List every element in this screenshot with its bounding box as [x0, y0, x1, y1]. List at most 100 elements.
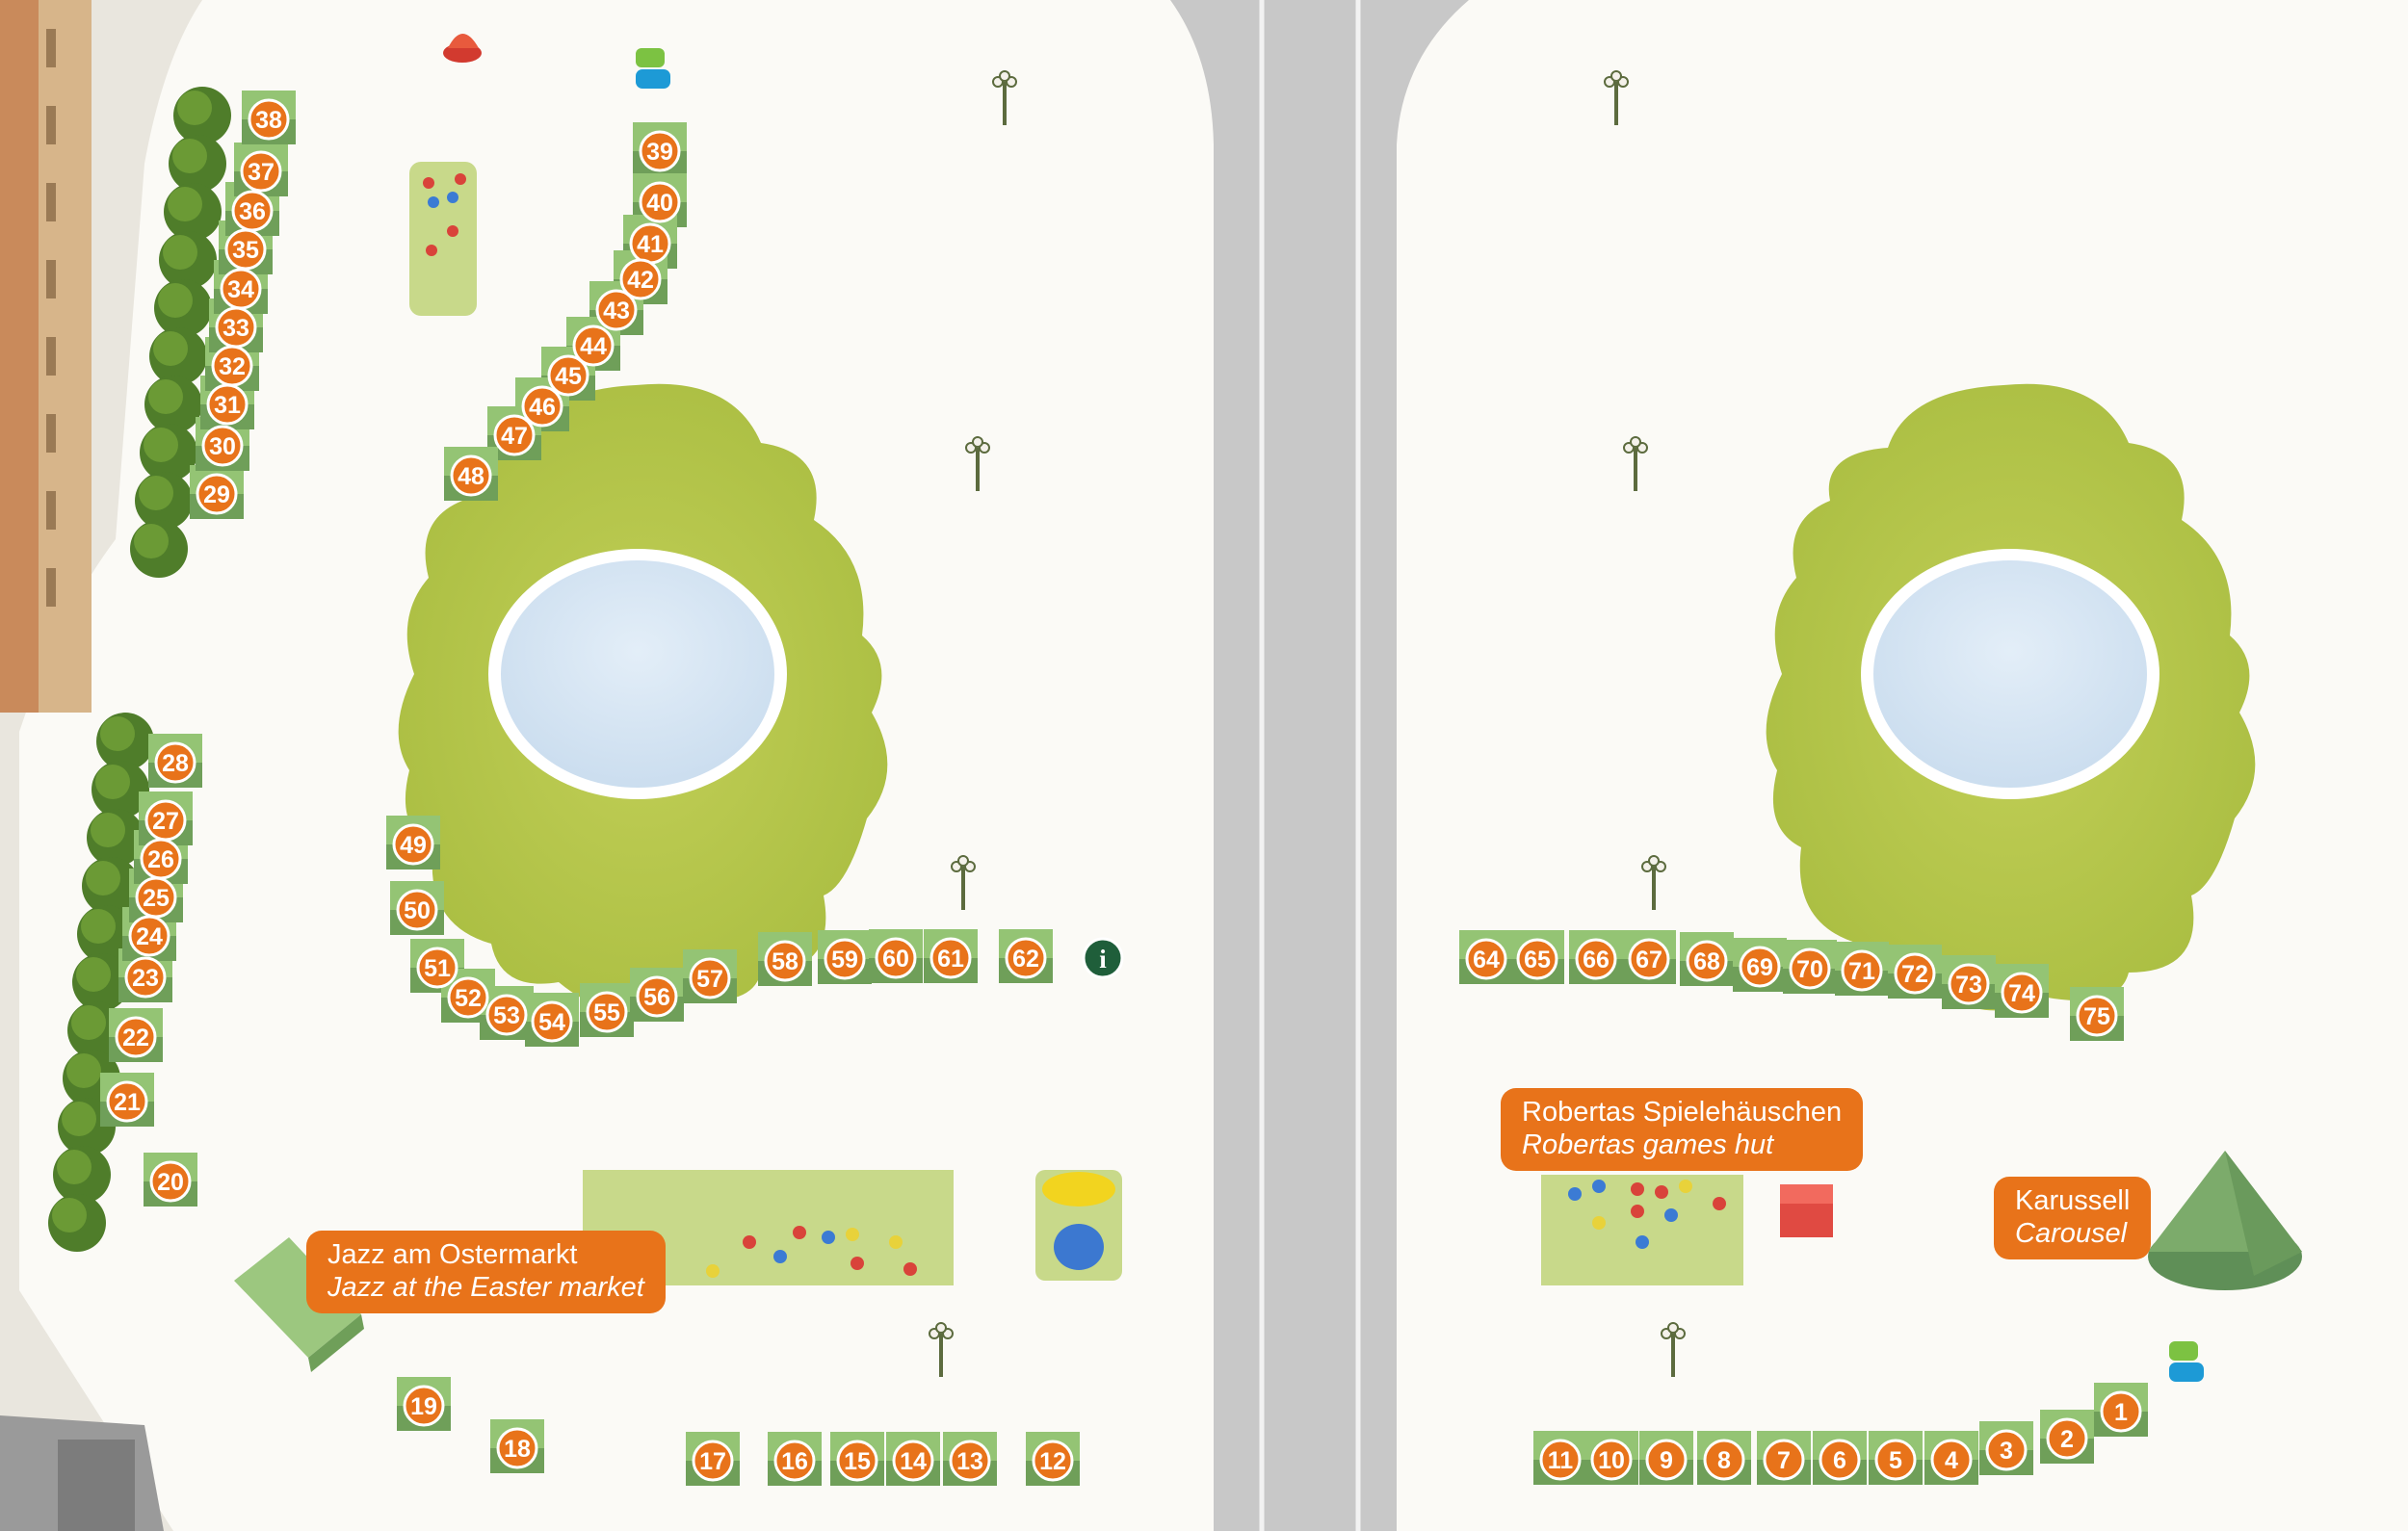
stall-number-badge[interactable]: 64	[1465, 938, 1507, 980]
stall-number-badge[interactable]: 11	[1539, 1439, 1582, 1481]
stall-number-badge[interactable]: 20	[149, 1160, 192, 1203]
stall-number-badge[interactable]: 66	[1575, 938, 1617, 980]
lamp-post	[1604, 70, 1629, 125]
stall-number-badge[interactable]: 19	[403, 1385, 445, 1427]
play-lawn-top	[409, 162, 477, 316]
stall-number-badge[interactable]: 40	[639, 181, 681, 223]
stall-number-badge[interactable]: 15	[836, 1440, 878, 1482]
tree	[169, 135, 226, 193]
stall-number-badge[interactable]: 2	[2046, 1417, 2088, 1460]
bus-stop-icon[interactable]	[636, 48, 670, 89]
stall-number-badge[interactable]: 38	[248, 98, 290, 141]
badge-circle	[1874, 1439, 1917, 1481]
stall-number-badge[interactable]: 67	[1628, 938, 1670, 980]
badge-circle	[892, 1440, 934, 1482]
stall-number-badge[interactable]: 55	[586, 991, 628, 1033]
stall-number-badge[interactable]: 69	[1739, 946, 1781, 988]
stall-number-badge[interactable]: 16	[773, 1440, 816, 1482]
stall-number-badge[interactable]: 59	[824, 938, 866, 980]
stall-number: 39	[646, 139, 673, 166]
stall-number-badge[interactable]: 58	[764, 940, 806, 982]
stall-number-badge[interactable]: 12	[1032, 1440, 1074, 1482]
stall-number-badge[interactable]: 45	[547, 354, 589, 397]
stall-number: 46	[529, 394, 556, 421]
stall-number-badge[interactable]: 73	[1948, 963, 1990, 1005]
stall-number-badge[interactable]: 21	[106, 1080, 148, 1123]
stall-number: 71	[1848, 958, 1875, 985]
stall-number-badge[interactable]: 22	[115, 1016, 157, 1058]
stall-number-badge[interactable]: 1	[2100, 1390, 2142, 1433]
stall-number-badge[interactable]: 72	[1894, 952, 1936, 995]
stall-number-badge[interactable]: 37	[240, 150, 282, 193]
info-icon[interactable]: i	[1082, 937, 1124, 979]
badge-circle	[689, 957, 731, 999]
stall-number-badge[interactable]: 57	[689, 957, 731, 999]
stall-number-badge[interactable]: 46	[521, 385, 563, 428]
stall-number-badge[interactable]: 50	[396, 889, 438, 931]
tree	[159, 231, 217, 289]
lamp-post	[1641, 855, 1666, 910]
stall-number-badge[interactable]: 43	[595, 289, 638, 331]
stall-number-badge[interactable]: 4	[1930, 1439, 1973, 1481]
badge-circle	[1686, 940, 1728, 982]
stall-number-badge[interactable]: 10	[1590, 1439, 1633, 1481]
stall-number-badge[interactable]: 17	[692, 1440, 734, 1482]
stall-number-badge[interactable]: 9	[1645, 1439, 1688, 1481]
badge-circle	[875, 937, 917, 979]
stall-number-badge[interactable]: 24	[128, 915, 170, 957]
stall-number-badge[interactable]: 54	[531, 1000, 573, 1043]
stall-number-badge[interactable]: 7	[1763, 1439, 1805, 1481]
stall-number-badge[interactable]: 61	[929, 937, 972, 979]
label-carousel: Karussell Carousel	[1994, 1177, 2152, 1259]
stall-number-badge[interactable]: 56	[636, 975, 678, 1018]
stall-number-badge[interactable]: 52	[447, 976, 489, 1019]
badge-circle	[1516, 938, 1558, 980]
stall-number-badge[interactable]: 23	[124, 956, 167, 999]
stall-number-badge[interactable]: 3	[1985, 1429, 2028, 1471]
stall-number-badge[interactable]: 53	[485, 994, 528, 1036]
stall-number-badge[interactable]: 18	[496, 1427, 538, 1469]
badge-circle	[447, 976, 489, 1019]
stall-number-badge[interactable]: 70	[1789, 947, 1831, 990]
stall-number-badge[interactable]: 71	[1841, 949, 1883, 992]
stall-number-badge[interactable]: 8	[1703, 1439, 1745, 1481]
stall-number-badge[interactable]: 39	[639, 130, 681, 172]
stall-number-badge[interactable]: 26	[140, 838, 182, 880]
stall-number-badge[interactable]: 34	[220, 268, 262, 310]
bus-stop-icon[interactable]	[2169, 1341, 2204, 1382]
stall-number-badge[interactable]: 33	[215, 306, 257, 349]
stall-number-badge[interactable]: 14	[892, 1440, 934, 1482]
stall-number-badge[interactable]: 49	[392, 823, 434, 866]
stall-number-badge[interactable]: 48	[450, 454, 492, 497]
stall-number-badge[interactable]: 25	[135, 876, 177, 919]
stall-number-badge[interactable]: 47	[493, 414, 536, 456]
stall-number-badge[interactable]: 51	[416, 947, 458, 989]
stall-number: 67	[1636, 947, 1662, 973]
stall-number-badge[interactable]: 65	[1516, 938, 1558, 980]
stall-number-badge[interactable]: 68	[1686, 940, 1728, 982]
stall-number-badge[interactable]: 60	[875, 937, 917, 979]
stall-number-badge[interactable]: 75	[2076, 995, 2118, 1037]
stall-number-badge[interactable]: 31	[206, 383, 249, 426]
stall-number-badge[interactable]: 44	[572, 324, 615, 367]
stall-number-badge[interactable]: 27	[144, 799, 187, 842]
stall-number-badge[interactable]: 35	[224, 228, 267, 271]
stall-number-badge[interactable]: 41	[629, 222, 671, 265]
stall-number: 52	[455, 985, 482, 1012]
stall-number-badge[interactable]: 13	[949, 1440, 991, 1482]
stall-number-badge[interactable]: 74	[2001, 972, 2043, 1014]
stall-number-badge[interactable]: 5	[1874, 1439, 1917, 1481]
stall-number-badge[interactable]: 42	[619, 258, 662, 300]
stall-number-badge[interactable]: 28	[154, 741, 196, 784]
stall-number-badge[interactable]: 6	[1819, 1439, 1861, 1481]
stall-number: 19	[410, 1393, 437, 1420]
stall-number-badge[interactable]: 32	[211, 345, 253, 387]
stall-number: 3	[2000, 1438, 2013, 1465]
badge-circle	[929, 937, 972, 979]
stall-number-badge[interactable]: 29	[196, 473, 238, 515]
stall-number-badge[interactable]: 36	[231, 190, 274, 232]
badge-circle	[1628, 938, 1670, 980]
badge-circle	[1948, 963, 1990, 1005]
stall-number-badge[interactable]: 62	[1005, 937, 1047, 979]
stall-number-badge[interactable]: 30	[201, 425, 244, 467]
